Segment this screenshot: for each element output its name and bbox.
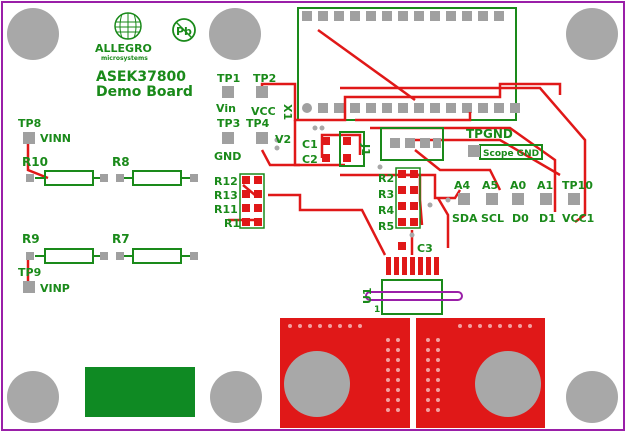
copper-sensor-area: [280, 318, 545, 428]
connector-x1-bottom-pins: [302, 103, 520, 113]
tp10-pad: [568, 193, 580, 205]
scl-label: SCL: [481, 212, 504, 225]
r3-label: R3: [378, 188, 394, 201]
pb-free-icon: Pb: [172, 18, 196, 42]
a4-label: A4: [454, 179, 471, 192]
a5-label: A5: [482, 179, 498, 192]
tp1-label: TP1: [217, 72, 240, 85]
v2-label: V2: [275, 133, 291, 146]
vin-label: Vin: [216, 102, 236, 115]
tp4-pad: [256, 132, 268, 144]
tp4-label: TP4: [246, 117, 270, 130]
c2-label: C2: [302, 153, 318, 166]
mounting-hole-bottom-right: [566, 371, 618, 423]
board-title: ASEK37800: [96, 69, 186, 85]
mounting-hole-bottom-left: [7, 371, 59, 423]
tp9-pad: [23, 281, 35, 293]
tp2-label: TP2: [253, 72, 276, 85]
scope-gnd-label: Scope GND: [483, 149, 539, 159]
u1-body: [365, 291, 463, 301]
tp2-pad: [256, 86, 268, 98]
u1-label: U1: [361, 287, 374, 304]
tp10-label: TP10: [562, 179, 593, 192]
r12-label: R12: [214, 175, 238, 188]
r9-label: R9: [22, 232, 40, 246]
u1-outline: [381, 279, 443, 315]
a0-label: A0: [510, 179, 527, 192]
tp1-pad: [222, 86, 234, 98]
vcc-label: VCC: [251, 105, 276, 118]
mounting-hole-top-right: [566, 8, 618, 60]
mounting-hole-top-left: [7, 8, 59, 60]
d1-label: D1: [539, 212, 556, 225]
mounting-holes: [7, 8, 618, 423]
vinn-label: VINN: [40, 132, 71, 145]
tp9-label: TP9: [18, 266, 41, 279]
sensor-hole-left: [284, 351, 350, 417]
sensor-hole-right: [475, 351, 541, 417]
mounting-hole-bottom-mid: [210, 371, 262, 423]
tp3-label: TP3: [217, 117, 240, 130]
r5-label: R5: [378, 220, 394, 233]
mounting-hole-top-mid: [209, 8, 261, 60]
r8-label: R8: [112, 155, 130, 169]
r4-label: R4: [378, 204, 394, 217]
connector-x1-top-pins: [302, 11, 504, 21]
silk-outlines: [35, 127, 543, 315]
r1-label: R1: [224, 217, 240, 230]
tpgnd-pad: [468, 145, 480, 157]
x1-label: X1: [281, 104, 294, 120]
smd-pads: [242, 137, 439, 275]
r11-label: R11: [214, 203, 238, 216]
board-subtitle: Demo Board: [96, 84, 193, 100]
vias: [274, 125, 451, 238]
r13-label: R13: [214, 189, 238, 202]
c1-label: C1: [302, 138, 318, 151]
vcc1-label: VCC1: [562, 212, 594, 225]
a1-label: A1: [537, 179, 553, 192]
d0-label: D0: [512, 212, 529, 225]
tp3-pad: [222, 132, 234, 144]
green-pad-block: [85, 367, 195, 417]
allegro-logo: ALLEGRO microsystems: [95, 12, 152, 62]
r10-label: R10: [22, 155, 48, 169]
vinp-label: VINP: [40, 282, 70, 295]
j1-outline: [380, 127, 444, 161]
logo-brand: ALLEGRO: [95, 42, 152, 55]
tpgnd-label: TPGND: [466, 127, 513, 141]
tp8-label: TP8: [18, 117, 41, 130]
logo-sub: microsystems: [101, 55, 148, 62]
u1-pin1-label: 1: [374, 305, 380, 315]
tp8-pad: [23, 132, 35, 144]
r7-label: R7: [112, 232, 130, 246]
j1-label: J1: [359, 143, 372, 156]
r2-label: R2: [378, 172, 394, 185]
sda-label: SDA: [452, 212, 478, 225]
gnd-label: GND: [214, 150, 241, 163]
pads: [23, 86, 580, 293]
c3-label: C3: [417, 242, 433, 255]
